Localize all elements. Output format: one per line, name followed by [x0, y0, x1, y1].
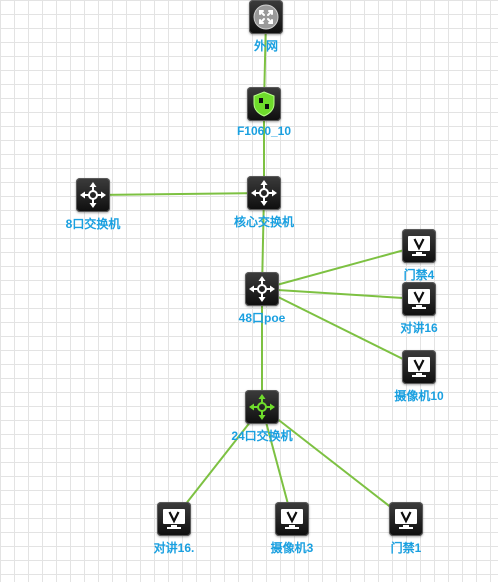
terminal-icon[interactable] [275, 502, 309, 536]
terminal-icon[interactable] [402, 282, 436, 316]
node-label[interactable]: F1060_10 [236, 124, 292, 138]
firewall-icon[interactable] [247, 87, 281, 121]
link-switch24-camera3 [261, 406, 293, 520]
terminal-icon[interactable] [157, 502, 191, 536]
terminal-icon[interactable] [402, 350, 436, 384]
node-label[interactable]: 核心交换机 [233, 215, 294, 229]
switch-icon[interactable] [76, 178, 110, 212]
node-label[interactable]: 外网 [253, 39, 278, 53]
link-switch8-core [92, 192, 265, 196]
node-label[interactable]: 对讲16. [153, 541, 195, 555]
link-poe48-camera10 [261, 288, 420, 368]
node-label[interactable]: 24口交换机 [231, 429, 293, 443]
node-label[interactable]: 摄像机10 [394, 389, 444, 403]
node-label[interactable]: 门禁1 [390, 541, 422, 555]
switch-icon-active[interactable] [245, 390, 279, 424]
link-switch24-door1 [261, 406, 407, 520]
node-label[interactable]: 对讲16 [400, 321, 438, 335]
node-label[interactable]: 摄像机3 [270, 541, 314, 555]
node-label[interactable]: 48口poe [238, 311, 286, 325]
link-poe48-door4 [261, 245, 420, 290]
switch-icon[interactable] [245, 272, 279, 306]
terminal-icon[interactable] [389, 502, 423, 536]
link-poe48-intercom16 [261, 288, 420, 300]
router-icon[interactable] [249, 0, 283, 34]
switch-icon[interactable] [247, 176, 281, 210]
node-label[interactable]: 8口交换机 [65, 217, 121, 231]
link-switch24-intercom16b [173, 406, 263, 520]
node-label[interactable]: 门禁4 [403, 268, 435, 282]
terminal-icon[interactable] [402, 229, 436, 263]
